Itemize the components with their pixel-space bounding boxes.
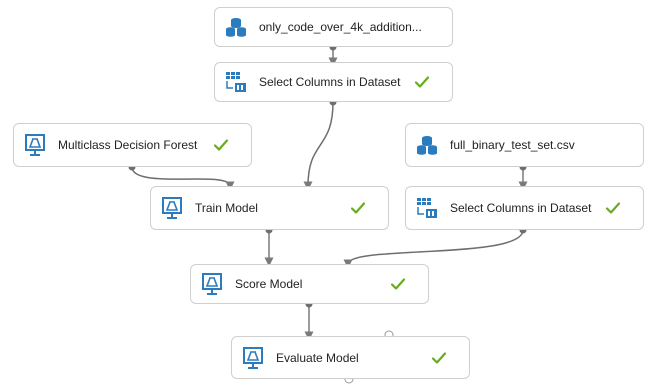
checkmark-icon — [414, 74, 430, 90]
module-label: full_binary_test_set.csv — [450, 138, 575, 152]
dataset-icon — [225, 16, 247, 38]
connection-line — [343, 229, 524, 269]
module-label: Select Columns in Dataset — [450, 201, 592, 215]
module-node-score-model[interactable]: Score Model — [190, 264, 429, 304]
module-node-evaluate-model[interactable]: Evaluate Model — [231, 336, 470, 379]
module-node-train-model[interactable]: Train Model — [150, 186, 389, 230]
module-node-multiclass-decision-forest[interactable]: Multiclass Decision Forest — [13, 123, 252, 167]
module-label: Select Columns in Dataset — [259, 75, 401, 89]
select-columns-icon — [416, 197, 438, 219]
module-node-dataset-1[interactable]: only_code_over_4k_addition... — [214, 7, 453, 47]
connection-line — [303, 101, 334, 191]
select-columns-icon — [225, 71, 247, 93]
checkmark-icon — [605, 200, 621, 216]
model-icon — [201, 273, 223, 295]
module-label: only_code_over_4k_addition... — [259, 20, 422, 34]
module-node-select-columns-1[interactable]: Select Columns in Dataset — [214, 62, 453, 102]
module-label: Multiclass Decision Forest — [58, 138, 198, 152]
checkmark-icon — [213, 137, 229, 153]
module-label: Evaluate Model — [276, 350, 359, 365]
module-node-select-columns-2[interactable]: Select Columns in Dataset — [405, 186, 644, 230]
checkmark-icon — [431, 350, 447, 366]
model-icon — [161, 197, 183, 219]
connection-line — [131, 166, 235, 191]
checkmark-icon — [390, 276, 406, 292]
dataset-icon — [416, 134, 438, 156]
module-label: Train Model — [195, 201, 258, 215]
checkmark-icon — [350, 200, 366, 216]
model-icon — [242, 346, 264, 369]
model-icon — [24, 134, 46, 156]
module-label: Score Model — [235, 277, 303, 291]
module-node-dataset-2[interactable]: full_binary_test_set.csv — [405, 123, 644, 167]
